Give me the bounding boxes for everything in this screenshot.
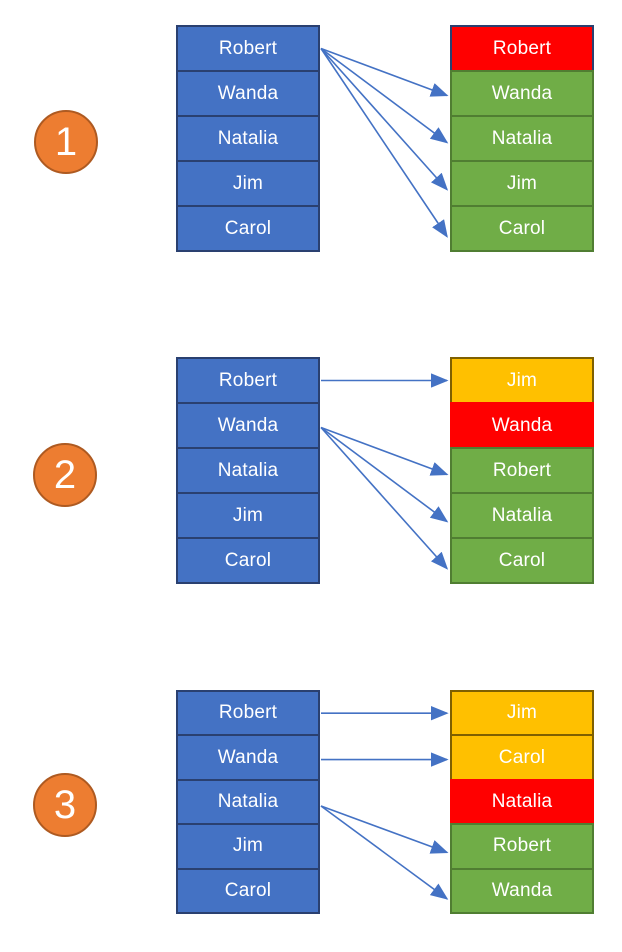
left-list-cell: Jim: [176, 492, 320, 539]
mapping-arrow: [320, 47, 449, 97]
mapping-arrow: [320, 47, 449, 144]
left-list-cell: Wanda: [176, 734, 320, 781]
left-list-cell: Natalia: [176, 778, 320, 826]
right-list-cell: Jim: [450, 690, 594, 737]
right-list-cell: Carol: [450, 205, 594, 252]
mapping-arrow: [320, 805, 449, 854]
right-list-cell: Wanda: [450, 402, 594, 449]
right-list-cell: Carol: [450, 734, 594, 781]
right-list-cell: Wanda: [450, 70, 594, 117]
mapping-arrow: [320, 48, 448, 238]
mapping-arrow: [320, 805, 449, 900]
left-list-cell: Robert: [176, 25, 320, 72]
right-list-cell: Natalia: [450, 115, 594, 162]
right-list-cell: Wanda: [450, 867, 594, 914]
left-list-cell: Natalia: [176, 447, 320, 494]
left-list-cell: Wanda: [176, 402, 320, 449]
step-number-circle-3: 3: [33, 773, 97, 837]
right-list-cell: Carol: [450, 537, 594, 584]
left-list-cell: Jim: [176, 823, 320, 870]
left-list-cell: Robert: [176, 690, 320, 737]
left-list-cell: Carol: [176, 537, 320, 584]
right-list-cell: Natalia: [450, 778, 594, 826]
right-list-cell: Natalia: [450, 492, 594, 539]
left-list-cell: Robert: [176, 357, 320, 404]
left-list-cell: Natalia: [176, 115, 320, 162]
left-list-cell: Carol: [176, 205, 320, 252]
right-list-cell: Robert: [450, 447, 594, 494]
right-list-cell: Robert: [450, 25, 594, 72]
step-number-circle-1: 1: [34, 110, 98, 174]
mapping-arrow: [320, 426, 449, 476]
left-list-cell: Carol: [176, 867, 320, 914]
mapping-arrow: [320, 47, 449, 191]
mapping-arrow: [320, 426, 449, 570]
mapping-arrow: [320, 426, 449, 523]
left-list-cell: Jim: [176, 160, 320, 207]
right-list-cell: Robert: [450, 823, 594, 870]
left-list-cell: Wanda: [176, 70, 320, 117]
step-number-circle-2: 2: [33, 443, 97, 507]
right-list-cell: Jim: [450, 357, 594, 404]
right-list-cell: Jim: [450, 160, 594, 207]
